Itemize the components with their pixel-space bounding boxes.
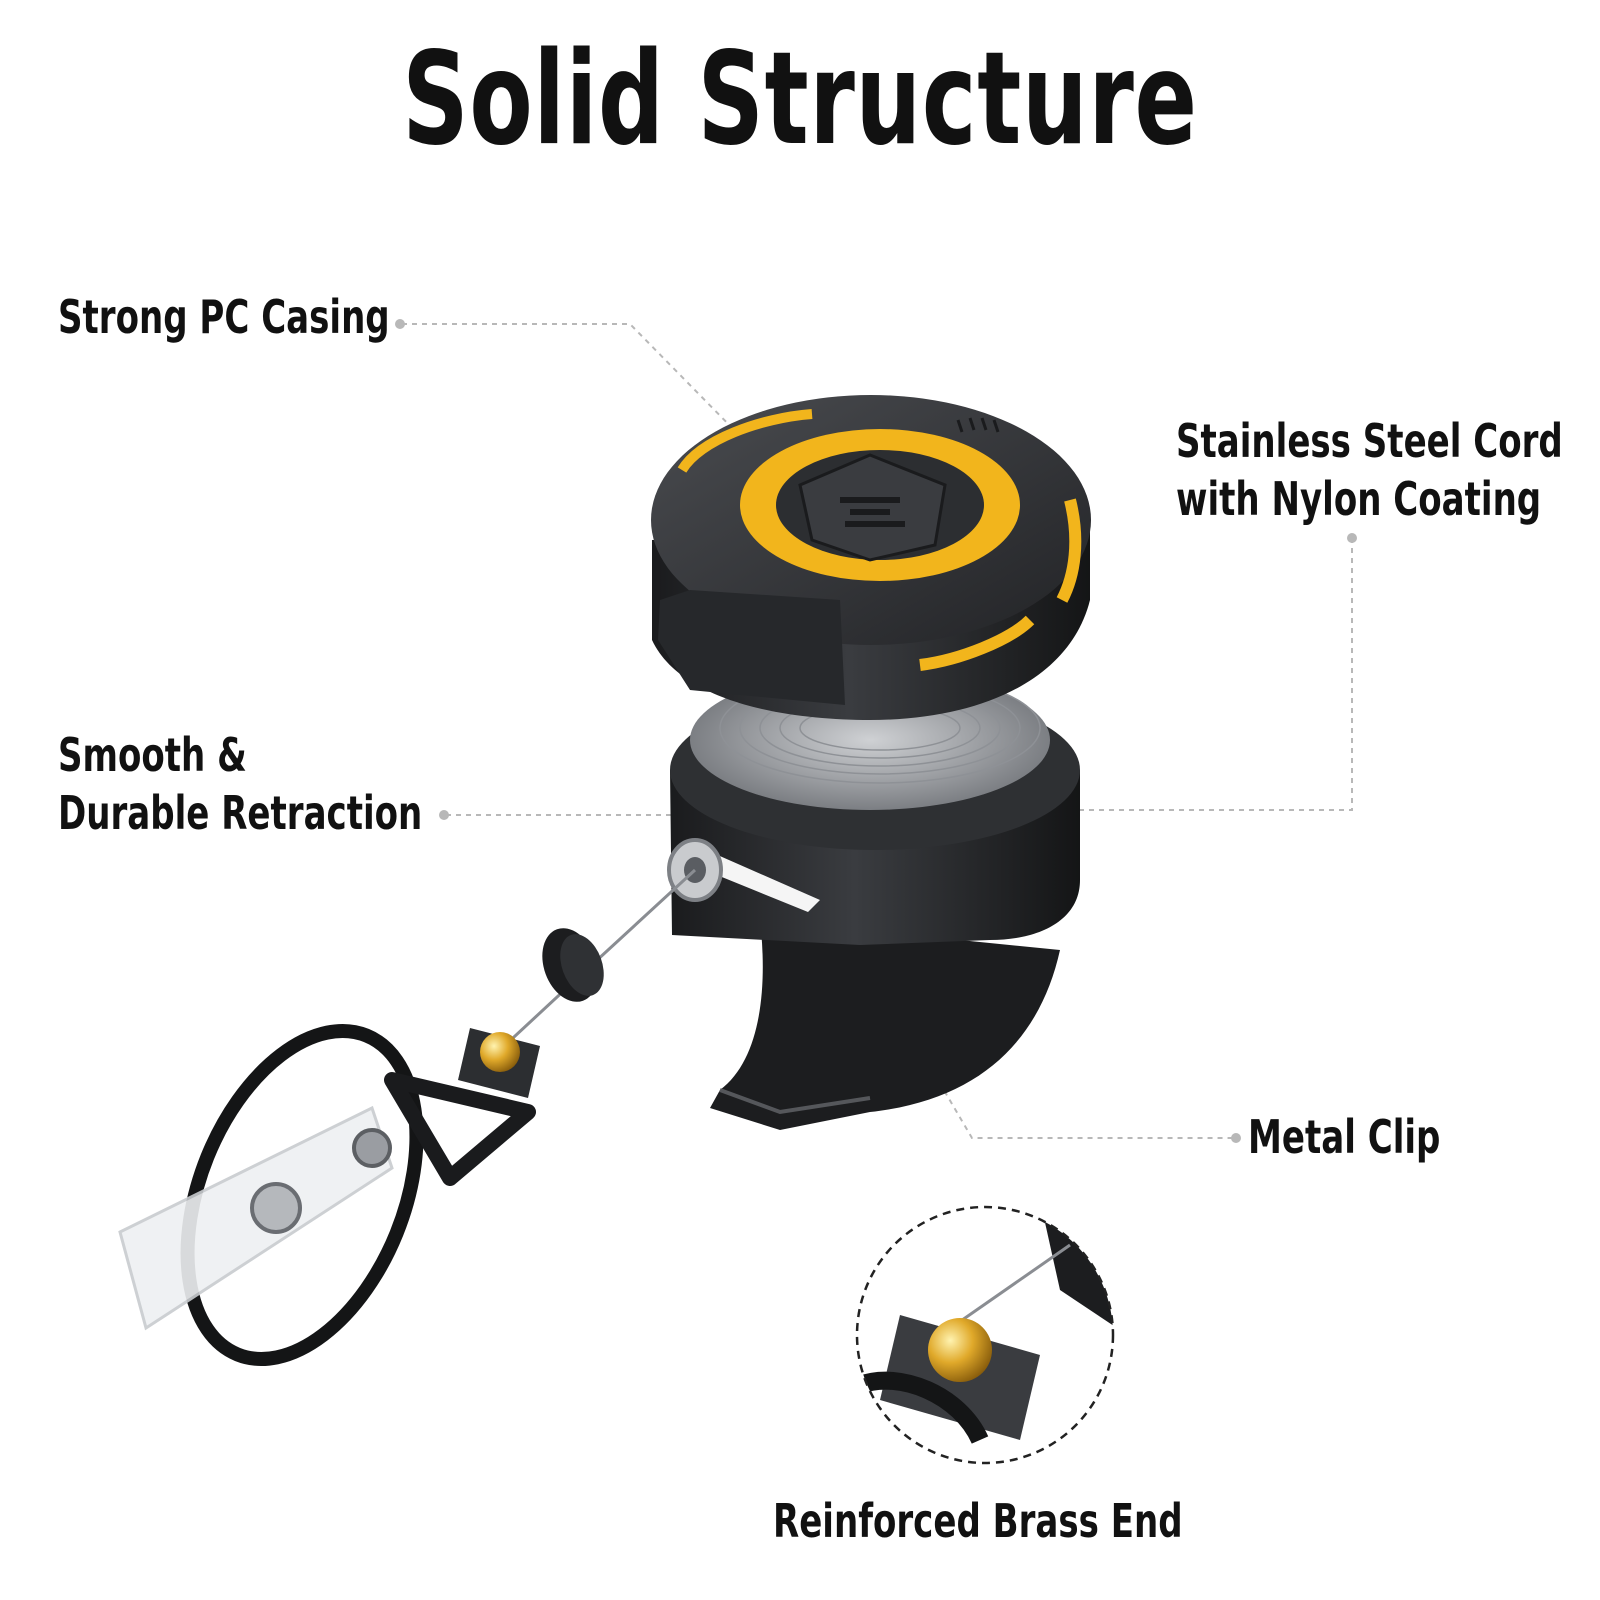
callout-steel-cord-line2: with Nylon Coating: [1176, 472, 1542, 526]
accent-stripe-bottom: [919, 615, 1035, 671]
side-block: [658, 590, 845, 705]
accent-stripe-top: [677, 409, 813, 473]
accent-stripe-right: [1056, 498, 1082, 603]
zoom-detail: [855, 1205, 1115, 1465]
grip-marks: [956, 417, 1000, 433]
callout-steel-cord: Stainless Steel Cord with Nylon Coating: [1176, 412, 1563, 528]
callout-retraction-line1: Smooth &: [58, 728, 247, 782]
rubber-bumper: [542, 928, 604, 1002]
brass-end: [458, 1028, 540, 1098]
page-title: Solid Structure: [402, 25, 1198, 174]
logo-mark-icon: [840, 497, 905, 527]
callout-retraction-line2: Durable Retraction: [58, 786, 423, 840]
callout-pc-casing: Strong PC Casing: [58, 290, 390, 344]
badge-strap: [118, 1105, 394, 1331]
snap-button-back: [352, 1128, 392, 1168]
snap-button-front: [250, 1182, 302, 1234]
leader-casing: [402, 323, 743, 439]
callout-steel-cord-line1: Stainless Steel Cord: [1176, 414, 1563, 468]
leader-cord: [966, 538, 1353, 811]
key-ring: [180, 1024, 536, 1366]
metal-clip: [710, 920, 1060, 1130]
clip-edge-highlight: [719, 1088, 871, 1115]
callout-metal-clip: Metal Clip: [1248, 1110, 1441, 1164]
logo-button: [798, 453, 947, 562]
callout-retraction: Smooth & Durable Retraction: [58, 726, 422, 842]
callout-brass-end: Reinforced Brass End: [773, 1494, 1183, 1548]
top-casing: [651, 395, 1091, 720]
